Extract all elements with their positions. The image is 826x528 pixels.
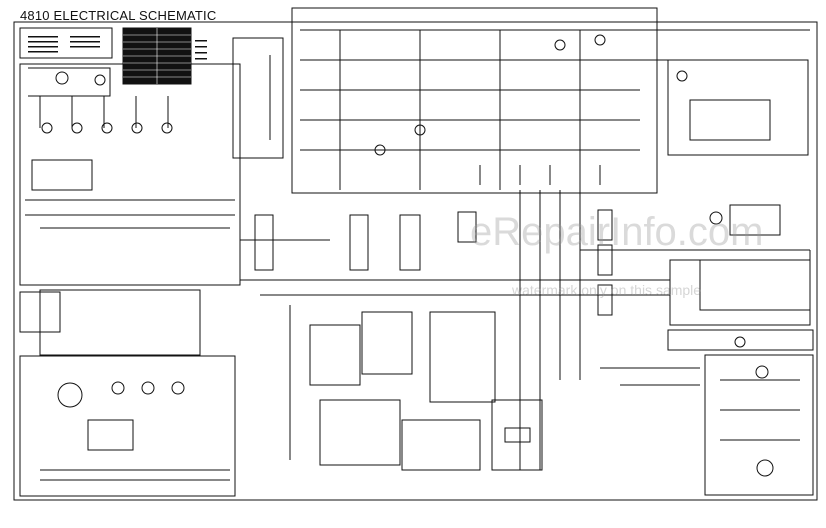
fuse-harness-box [669, 259, 811, 326]
center-module-c [429, 311, 496, 403]
center-module-a [309, 324, 361, 386]
engine-harness-box [704, 354, 814, 496]
connector-block-2 [349, 214, 369, 271]
interface-harness-box [39, 289, 201, 356]
seat-harness-box [232, 37, 284, 159]
right-upper-box [667, 59, 809, 156]
left-harness-area [19, 63, 241, 286]
sub-module-box [87, 419, 134, 451]
connector-block-3 [399, 214, 421, 271]
boom-harness-box [401, 419, 481, 471]
fuse-module-box [31, 159, 93, 191]
relay-symbol-2 [94, 74, 106, 86]
starter-motor [756, 459, 774, 477]
connector-block-1 [254, 214, 274, 271]
power-distribution-box [291, 7, 658, 194]
control-harness-box [319, 399, 401, 466]
relay-symbol-1 [55, 71, 69, 85]
battery-symbol [504, 427, 531, 443]
motor-right [709, 211, 723, 225]
motor-symbol [57, 382, 83, 408]
sensor-box [19, 291, 61, 333]
main-harness-box [19, 355, 236, 497]
center-module-b [361, 311, 413, 375]
relay-pair-box [729, 204, 781, 236]
legend-box [19, 27, 113, 59]
sheet-border [13, 21, 818, 501]
connector-block-4 [457, 211, 477, 243]
page-title: 4810 ELECTRICAL SCHEMATIC [20, 8, 217, 23]
battery-box [491, 399, 543, 471]
